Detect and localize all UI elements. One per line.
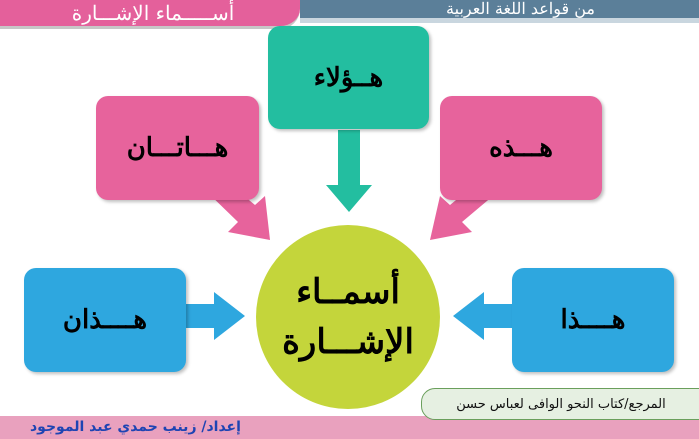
card-upper-left: هـــاتـــان <box>96 96 259 200</box>
header-band: من قواعد اللغة العربية <box>300 0 699 18</box>
title-tab: أســـــماء الإشـــارة <box>0 0 300 29</box>
footer-band <box>0 416 699 439</box>
center-circle: أسمــاء الإشـــارة <box>256 225 440 409</box>
arrow-lower-left <box>183 292 245 340</box>
card-lower-left: هــــذان <box>24 268 186 372</box>
center-line-1: أسمــاء <box>296 272 400 312</box>
header-underline <box>300 18 699 23</box>
card-lower-right: هــــذا <box>512 268 674 372</box>
page-title: أســـــماء الإشـــارة <box>71 1 235 25</box>
card-upper-right: هـــذه <box>440 96 602 200</box>
card-top: هــؤلاء <box>268 26 429 129</box>
subject-label: من قواعد اللغة العربية <box>446 0 595 18</box>
arrow-lower-right <box>453 292 515 340</box>
author-credit: إعداد/ زينب حمدي عبد الموجود <box>30 419 241 435</box>
arrow-top <box>326 130 372 212</box>
reference-text: المرجع/كتاب النحو الوافى لعباس حسن <box>456 396 666 412</box>
reference-box: المرجع/كتاب النحو الوافى لعباس حسن <box>421 388 699 420</box>
center-line-2: الإشـــارة <box>282 322 414 362</box>
